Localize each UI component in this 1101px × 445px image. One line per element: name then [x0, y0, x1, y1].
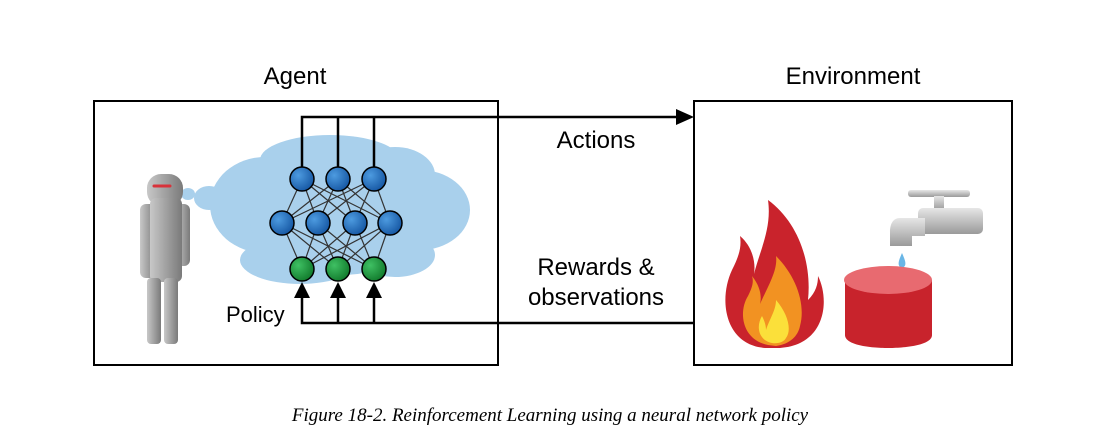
robot-icon [140, 174, 190, 344]
input-node [361, 256, 387, 282]
actions-arrow [300, 115, 680, 167]
rewards-label-line2: observations [528, 284, 664, 311]
agent-title: Agent [264, 63, 327, 90]
neural-network-icon [269, 166, 403, 282]
faucet-icon [890, 190, 983, 246]
bucket-icon [844, 266, 932, 348]
policy-label: Policy [226, 302, 285, 327]
rewards-label-line1: Rewards & [537, 254, 654, 281]
input-node [325, 256, 351, 282]
output-node [361, 166, 387, 192]
output-node [289, 166, 315, 192]
water-drop-icon [898, 253, 906, 268]
fire-icon [725, 200, 824, 348]
environment-title: Environment [786, 63, 921, 90]
hidden-node [377, 210, 403, 236]
actions-arrowhead [676, 109, 694, 125]
output-node [325, 166, 351, 192]
input-node [289, 256, 315, 282]
figure-caption: Figure 18-2. Reinforcement Learning usin… [291, 405, 809, 426]
hidden-node [342, 210, 368, 236]
rewards-arrow [300, 296, 694, 325]
rewards-arrowheads [294, 282, 382, 298]
hidden-node [269, 210, 295, 236]
actions-label: Actions [557, 127, 636, 154]
hidden-node [305, 210, 331, 236]
